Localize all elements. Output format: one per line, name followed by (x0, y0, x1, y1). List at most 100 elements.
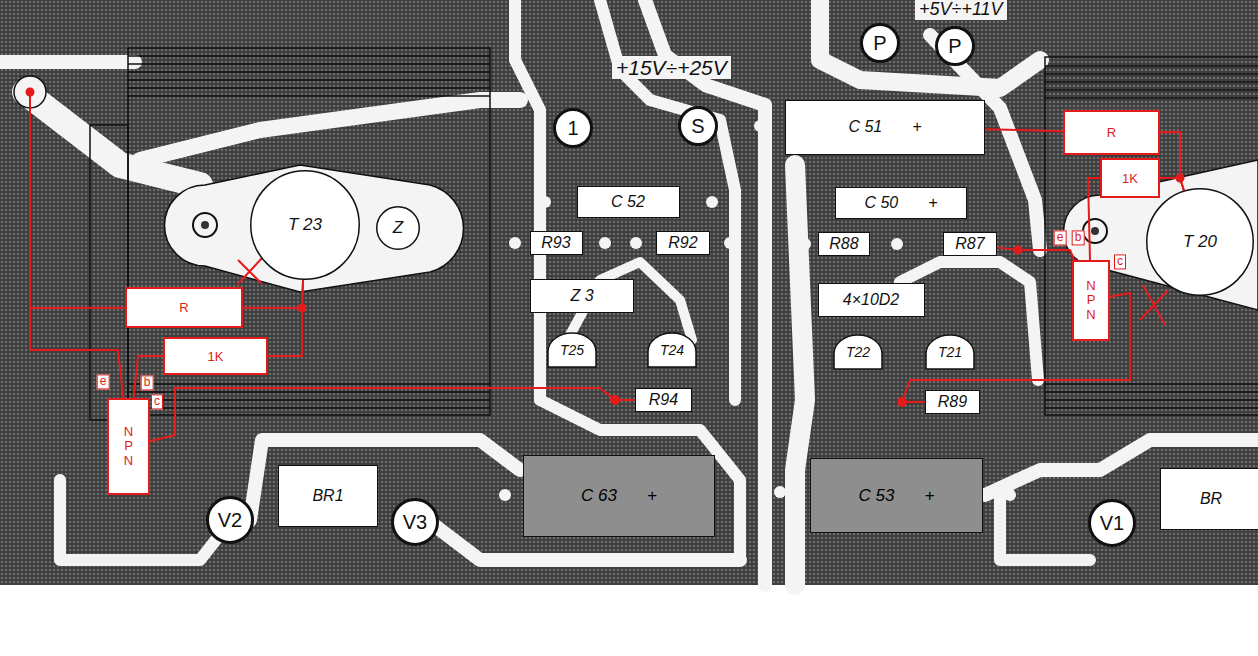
component-label: R (1107, 125, 1116, 140)
drill-pads (14, 76, 1107, 501)
transistor-outline: T 20 (1146, 188, 1254, 296)
added-part-box: 1K (1100, 158, 1160, 198)
component-label: T21 (938, 344, 962, 360)
pin-label: b (141, 375, 154, 390)
trace-group (0, 0, 1258, 585)
capacitor-box: C 53 + (810, 458, 983, 533)
solder-pad (734, 486, 746, 498)
pin-label: c (1114, 254, 1126, 269)
component-box: R89 (925, 390, 980, 414)
solder-pad (799, 238, 811, 250)
component-label: + (928, 194, 937, 212)
npn-transistor-box: NPN (1072, 260, 1110, 341)
component-label: R94 (649, 391, 678, 409)
transistor-body: T24 (647, 332, 697, 368)
component-label: BR1 (312, 487, 343, 505)
connector-pad-ring (555, 110, 592, 147)
solder-pad (539, 196, 551, 208)
transistor-outline-ring (251, 171, 360, 280)
solder-pad (774, 486, 786, 498)
added-wire (1088, 178, 1100, 260)
transistor-outline (834, 335, 882, 369)
added-wire (243, 280, 303, 308)
connector-pad: P (935, 26, 975, 66)
connector-pad-ring (393, 500, 438, 545)
component-box: R87 (943, 232, 997, 256)
solder-pad (599, 237, 611, 249)
added-wire (985, 129, 1063, 131)
component-label: 1 (567, 117, 578, 140)
added-part-box: R (125, 287, 243, 328)
added-part-box: 1K (163, 337, 268, 375)
pin-label: e (97, 374, 110, 389)
component-label: R92 (668, 234, 697, 252)
component-label: C 53 (859, 486, 895, 506)
transistor-outline: T 23 (250, 170, 360, 280)
connector-pad-ring (208, 498, 253, 543)
component-box: R94 (635, 388, 692, 412)
component-label: C 50 (864, 194, 898, 212)
connector-pad: V1 (1088, 499, 1136, 547)
component-label: BR (1200, 490, 1222, 508)
component-label: P (873, 32, 886, 55)
added-wire (1160, 178, 1184, 190)
pin-label: b (1072, 230, 1085, 245)
connector-pad: V3 (391, 498, 439, 546)
solder-pad (891, 238, 903, 250)
transistor-outline-ring (1147, 189, 1254, 296)
heatsink-outline (1045, 57, 1258, 415)
drill-hole (201, 221, 209, 229)
heatsink-outline (90, 125, 128, 420)
pcb-trace (900, 262, 1038, 380)
component-label: R93 (541, 234, 570, 252)
added-wire (997, 247, 1074, 260)
connector-pad-ring (862, 25, 899, 62)
added-wire (150, 388, 635, 441)
component-label: C 52 (611, 193, 645, 211)
connector-pad: S (678, 106, 718, 146)
component-label: NPN (1085, 279, 1098, 322)
component-label: Z 3 (570, 287, 593, 305)
cut-mark (1140, 285, 1168, 325)
component-label: T 20 (1183, 232, 1217, 252)
transistor-plate (165, 165, 464, 292)
component-label: + (924, 486, 934, 506)
component-label: C 63 (581, 486, 617, 506)
component-label: T25 (560, 342, 584, 358)
capacitor-box: C 63+ (523, 455, 715, 537)
connector-pad-ring (1090, 501, 1135, 546)
heatsink-fins (1045, 66, 1258, 408)
pcb-trace (140, 100, 520, 160)
component-box: BR1 (278, 465, 378, 527)
component-box: 4×10D2 (818, 283, 925, 317)
component-label: R89 (938, 393, 967, 411)
voltage-label: +5V÷+11V (915, 0, 1007, 20)
component-box: BR (1160, 468, 1258, 530)
connector-pad: 1 (553, 108, 593, 148)
component-box: R88 (818, 232, 870, 256)
pin-label: e (1054, 230, 1067, 245)
transistor-outline-ring (377, 207, 420, 250)
red-joints (26, 88, 1185, 408)
solder-pad (706, 196, 718, 208)
added-wire (134, 356, 163, 398)
solder-pad (724, 237, 736, 249)
pin-label: c (151, 394, 163, 409)
transistor-body: T25 (547, 332, 597, 368)
connector-pad-ring (937, 28, 974, 65)
component-box: Z 3 (530, 279, 634, 313)
board-ground (0, 0, 1258, 585)
solder-pad (1083, 219, 1107, 243)
component-box: R92 (656, 231, 710, 255)
solder-dot (26, 88, 35, 97)
pcb-trace (1000, 495, 1090, 560)
connector-pad: P (860, 23, 900, 63)
transistor-outline (548, 333, 596, 367)
added-wire (1160, 132, 1184, 190)
solder-pad (193, 213, 217, 237)
pcb-trace (0, 55, 135, 69)
drill-hole (1091, 227, 1099, 235)
